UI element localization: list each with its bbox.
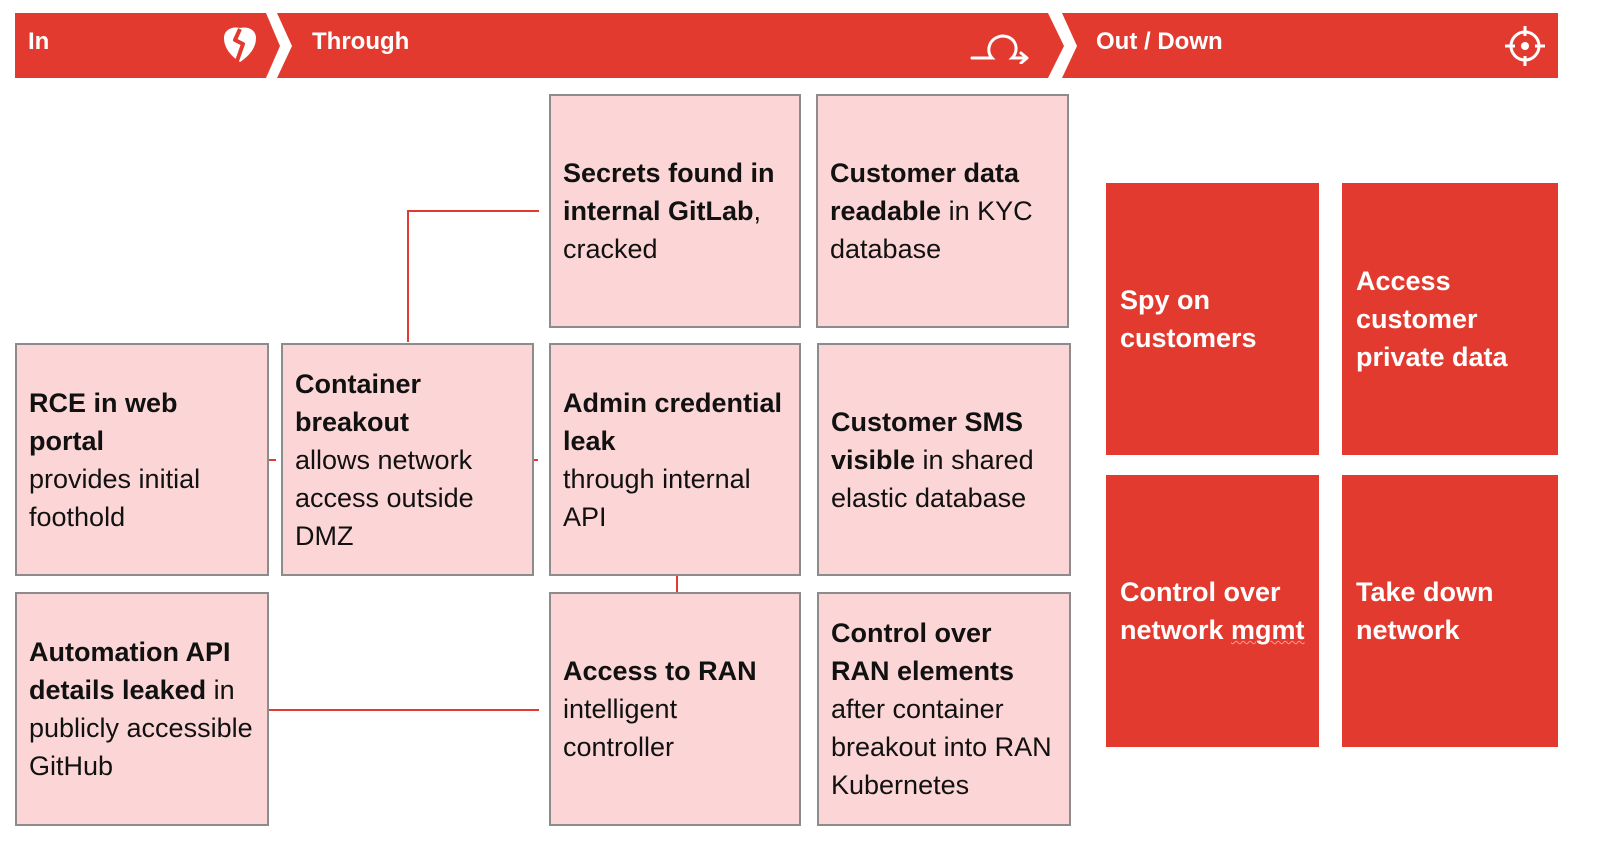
step-ran-control-text: after container breakout into RAN Kubern… (831, 694, 1052, 800)
step-rce-web-portal: RCE in web portal provides initial footho… (15, 343, 269, 576)
loop-arrow-icon (970, 34, 1029, 64)
phase-bar (15, 13, 1558, 78)
step-automation-text: in publicly accessible GitHub (29, 675, 253, 781)
step-ran-access: Access to RAN intelligent controller (549, 592, 801, 826)
step-customer-data-kyc: Customer data readable in KYC database (816, 94, 1069, 328)
step-customer-data-text: in KYC database (830, 196, 1033, 264)
outcome-spy-label: Spy on customers (1120, 285, 1257, 353)
phase-label-out-down: Out / Down (1096, 28, 1223, 55)
step-sms-text: in shared elastic database (831, 444, 1034, 513)
step-customer-sms: Customer SMS visible in shared elastic d… (817, 343, 1071, 576)
outcome-access-private-data: Access customer private data (1342, 183, 1558, 455)
step-ran-control: Control over RAN elements after container… (817, 592, 1071, 826)
step-admin-credential-leak: Admin credential leak through internal AP… (549, 343, 801, 576)
step-admin-bold: Admin credential leak (563, 387, 783, 456)
outcome-spy-on-customers: Spy on customers (1106, 183, 1319, 455)
crosshair-target-icon (1505, 26, 1545, 66)
step-customer-data-bold: Customer data readable (830, 158, 1020, 226)
step-sms-bold: Customer SMS visible (831, 406, 1024, 475)
step-container-text: allows network access outside DMZ (295, 444, 474, 551)
connector-container-secrets (407, 210, 539, 342)
broken-heart-shield-icon (224, 27, 256, 62)
step-container-breakout: Container breakout allows network access … (281, 343, 534, 576)
step-secrets-bold: Secrets found in internal GitLab (563, 158, 775, 226)
step-rce-text: provides initial foothold (29, 463, 201, 532)
phase-label-in: In (28, 28, 50, 55)
outcome-control-mgmt-word: mgmt (1231, 615, 1305, 645)
step-admin-text: through internal API (563, 463, 751, 532)
step-ran-access-text: intelligent controller (563, 694, 678, 762)
step-automation-api-leak: Automation API details leaked in publicl… (15, 592, 269, 826)
phase-out-chevron (1062, 13, 1558, 78)
outcome-control-network-mgmt: Control over network mgmt (1106, 475, 1319, 747)
step-rce-bold: RCE in web portal (29, 387, 178, 456)
phase-label-through: Through (312, 28, 410, 55)
outcome-control-mgmt-label: Control over network (1120, 577, 1281, 645)
step-secrets-gitlab: Secrets found in internal GitLab, cracke… (549, 94, 801, 328)
step-ran-access-bold: Access to RAN (563, 656, 757, 686)
outcome-take-down-network: Take down network (1342, 475, 1558, 747)
step-automation-bold: Automation API details leaked (29, 637, 231, 705)
phase-in-chevron (15, 13, 280, 78)
step-container-bold: Container breakout (295, 368, 422, 437)
step-ran-control-bold: Control over RAN elements (831, 618, 1015, 686)
phase-through-chevron (277, 13, 1064, 78)
outcome-access-private-label: Access customer private data (1356, 266, 1508, 372)
step-secrets-text: , cracked (563, 196, 762, 264)
outcome-take-down-label: Take down network (1356, 577, 1494, 645)
